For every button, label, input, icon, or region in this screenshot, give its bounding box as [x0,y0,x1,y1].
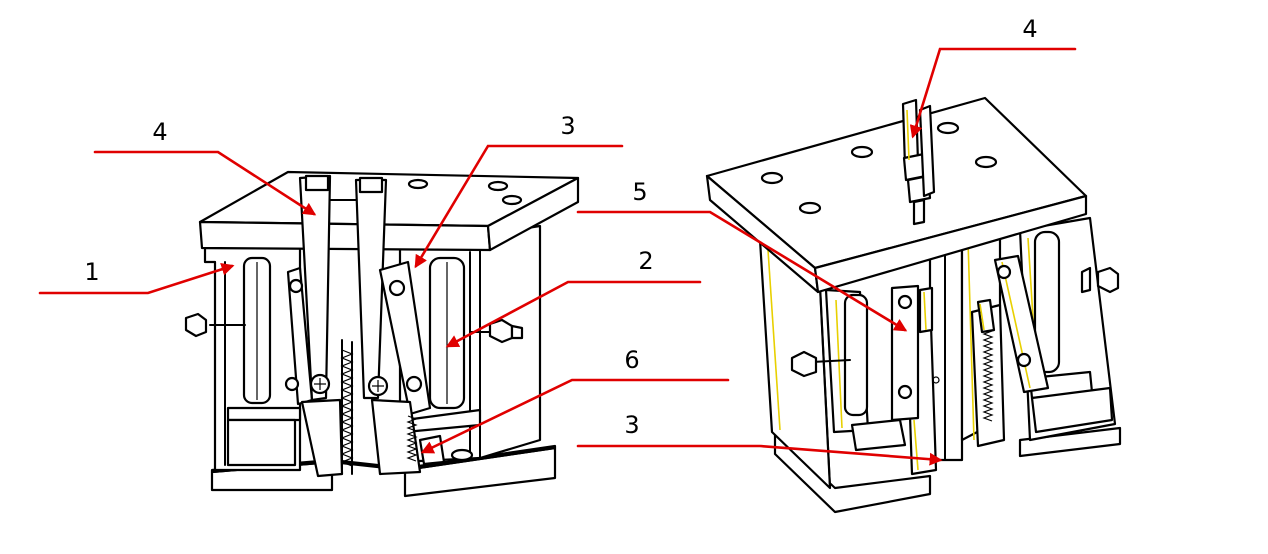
leader-line-right-3 [576,444,943,466]
callout-right-3: 3 [576,411,943,466]
callout-left-4: 4 [93,118,317,216]
callout-left-2: 2 [445,247,702,348]
callout-right-5: 5 [576,178,908,332]
left-top-plate [198,170,580,252]
left-side-bolt-right [469,318,524,344]
leader-line-right-4 [909,47,1077,139]
callout-number-left-4: 4 [152,118,167,146]
callout-number-left-1: 1 [84,258,99,286]
leader-line-left-6 [420,378,730,454]
callout-right-4: 4 [909,15,1077,139]
callout-number-right-4: 4 [1022,15,1037,43]
leader-line-left-4 [93,150,317,216]
callout-number-left-2: 2 [638,247,653,275]
callout-number-left-6: 6 [624,346,639,374]
callout-left-3: 3 [414,112,624,269]
right-top-plate [705,96,1088,294]
left-body-left-block [203,246,302,472]
left-center-levers [298,174,389,402]
callout-number-right-5: 5 [632,178,647,206]
callout-number-right-3: 3 [624,411,639,439]
leader-line-left-3 [414,144,624,269]
callout-left-6: 6 [420,346,730,454]
callout-number-left-3: 3 [560,112,575,140]
leader-line-right-5 [576,210,908,332]
leader-line-left-2 [445,280,702,348]
callout-left-1: 1 [38,258,235,295]
left-body-right-block [398,224,542,464]
right-side-bolt [790,350,851,378]
right-base-plate [773,426,1122,514]
left-toothed-wedges [300,339,446,478]
left-assembly-drawing [184,170,580,498]
right-assembly-drawing [705,96,1122,514]
left-side-bolt-left [184,312,246,338]
left-link-right [378,260,432,416]
leader-line-left-1 [38,262,235,295]
callout-layer: 1 4 3 2 6 4 5 3 [38,15,1077,466]
